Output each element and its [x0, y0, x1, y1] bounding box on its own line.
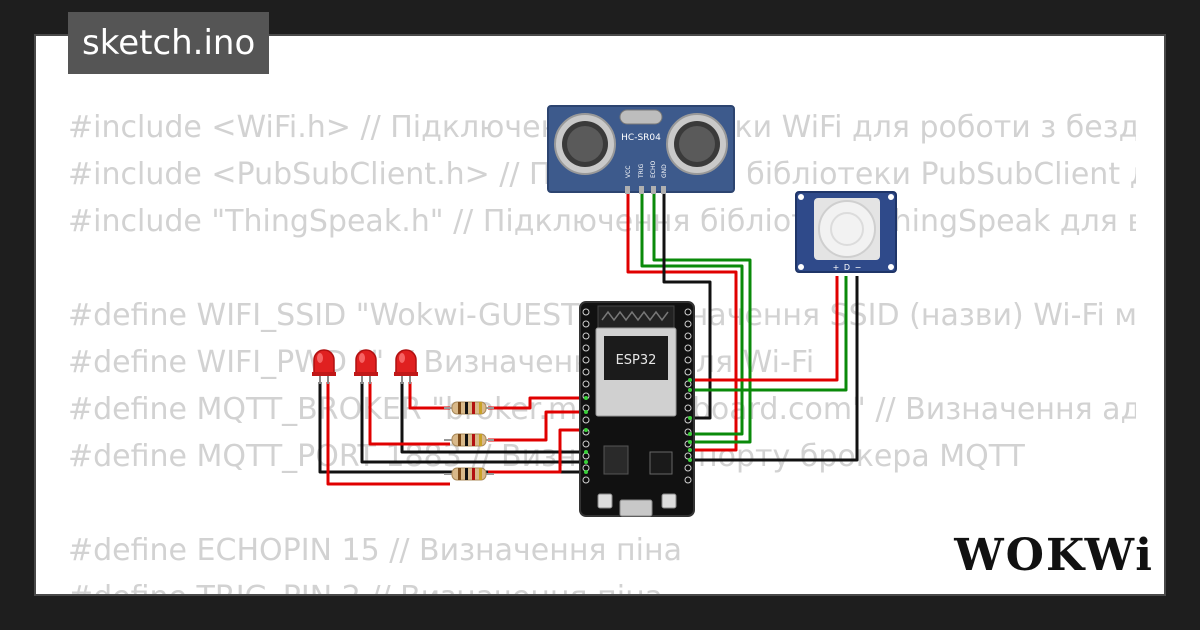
wire-res3-esp	[488, 396, 586, 410]
pir-pin-data: D	[844, 263, 850, 272]
esp32-chip-label: ESP32	[616, 353, 657, 368]
wire-res2-esp	[488, 410, 586, 442]
wire-vcc-red	[626, 190, 738, 452]
ultrasonic-model-label: HC-SR04	[621, 133, 661, 143]
wire-res1-esp	[488, 428, 586, 474]
pin-label-echo: ECHO	[650, 161, 657, 178]
led-red-3[interactable]	[394, 349, 418, 384]
esp32-board[interactable]: ESP32	[579, 301, 695, 517]
boot-button[interactable]	[597, 493, 613, 509]
code-line: #include "ThingSpeak.h" // Підключення б…	[68, 204, 1136, 239]
wokwi-logo: WOKWi	[954, 530, 1154, 581]
en-button[interactable]	[661, 493, 677, 509]
wire-gnd-black	[662, 190, 712, 420]
code-line: #define ECHOPIN 15 // Визначення піна	[68, 533, 682, 568]
wire-trig-green	[640, 190, 744, 436]
pin-connection-dots	[584, 378, 692, 474]
code-line: #define WIFI_SSID "Wokwi-GUEST" // Визна…	[68, 298, 1136, 333]
wire-led3-res	[408, 382, 450, 410]
ultrasonic-sensor[interactable]: HC-SR04 VCC TRIG ECHO GND	[547, 105, 735, 194]
resistor-2[interactable]	[444, 433, 494, 447]
pin-label-trig: TRIG	[638, 163, 645, 179]
wire-led2-gnd	[360, 382, 586, 464]
pin-label-vcc: VCC	[625, 166, 632, 178]
transducer-right-icon	[666, 113, 728, 175]
pir-sensor[interactable]: + D −	[795, 191, 897, 273]
wire-echo-green	[652, 190, 752, 444]
file-title-tab[interactable]: sketch.ino	[68, 12, 270, 74]
esp32-right-pins	[684, 308, 692, 484]
wire-pir-gnd-black	[690, 276, 859, 462]
wire-pir-data-green	[690, 276, 848, 392]
pir-pin-minus: −	[855, 263, 862, 272]
pin-label-gnd: GND	[661, 164, 668, 178]
pir-dome-icon	[818, 200, 876, 258]
code-line: #include <WiFi.h> // Підключення бібліот…	[68, 110, 1136, 145]
transducer-left-icon	[554, 113, 616, 175]
resistor-1[interactable]	[444, 401, 494, 415]
resistor-3[interactable]	[444, 467, 494, 481]
wire-led3-gnd	[400, 382, 586, 454]
led-red-2[interactable]	[354, 349, 378, 384]
usb-port-icon	[619, 499, 653, 517]
pir-pin-labels: + D −	[833, 263, 862, 272]
led-red-1[interactable]	[312, 349, 336, 384]
code-line: #define TRIG_PIN 2 // Визначення піна	[68, 574, 1136, 594]
wire-led1-res	[326, 382, 450, 486]
pir-pin-plus: +	[833, 263, 840, 272]
wire-led2-res	[368, 382, 450, 446]
wires	[318, 190, 859, 486]
wire-pir-vcc-red	[690, 276, 839, 382]
ultrasonic-pin-labels: VCC TRIG ECHO GND	[625, 161, 668, 179]
